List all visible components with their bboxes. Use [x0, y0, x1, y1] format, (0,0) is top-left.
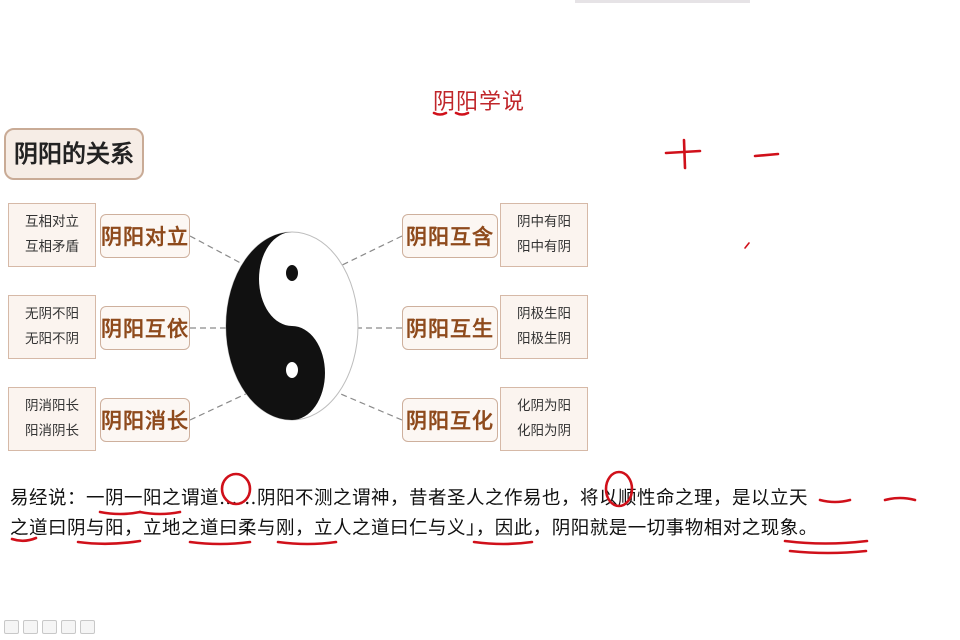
play-icon[interactable]	[80, 620, 95, 634]
label-opposition: 阴阳对立	[100, 214, 190, 258]
pair-box-opposition: 互相对立 互相矛盾	[8, 203, 96, 267]
pair-line: 阴消阳长	[25, 398, 79, 414]
label-mutual-generation: 阴阳互生	[402, 306, 498, 350]
slide-title: 阴阳学说	[433, 90, 526, 115]
pair-line: 无阴不阳	[25, 306, 79, 322]
pair-line: 阴中有阳	[517, 214, 571, 230]
pair-box-waxing-waning: 阴消阳长 阳消阴长	[8, 387, 96, 451]
quote-line-2: 之道曰阴与阳，立地之道曰柔与刚，立人之道曰仁与义」，因此，阴阳就是一切事物相对之…	[10, 518, 818, 539]
pair-line: 化阳为阴	[517, 423, 571, 439]
yin-yang-icon	[225, 231, 359, 421]
pen-icon[interactable]	[23, 620, 38, 634]
pair-line: 阴极生阳	[517, 306, 571, 322]
pair-line: 阳消阴长	[25, 423, 79, 439]
pair-box-mutual-transformation: 化阴为阳 化阳为阴	[500, 387, 588, 451]
top-scrollbar	[575, 0, 750, 3]
pair-line: 互相对立	[25, 214, 79, 230]
box-icon[interactable]	[42, 620, 57, 634]
pair-line: 化阴为阳	[517, 398, 571, 414]
pair-line: 阳极生阴	[517, 331, 571, 347]
presenter-toolbar	[4, 620, 95, 634]
label-mutual-transformation: 阴阳互化	[402, 398, 498, 442]
pair-line: 互相矛盾	[25, 239, 79, 255]
pair-line: 阳中有阴	[517, 239, 571, 255]
arrow-icon[interactable]	[4, 620, 19, 634]
quote-line-1: 易经说：一阴一阳之谓道……阴阳不测之谓神，昔者圣人之作易也，将以顺性命之理，是以…	[10, 488, 809, 509]
pair-box-interdependence: 无阴不阳 无阳不阴	[8, 295, 96, 359]
eraser-icon[interactable]	[61, 620, 76, 634]
label-interdependence: 阴阳互依	[100, 306, 190, 350]
label-waxing-waning: 阴阳消长	[100, 398, 190, 442]
label-mutual-inclusion: 阴阳互含	[402, 214, 498, 258]
pair-box-mutual-inclusion: 阴中有阳 阳中有阴	[500, 203, 588, 267]
section-title: 阴阳的关系	[4, 128, 144, 180]
pair-box-mutual-generation: 阴极生阳 阳极生阴	[500, 295, 588, 359]
pair-line: 无阳不阴	[25, 331, 79, 347]
